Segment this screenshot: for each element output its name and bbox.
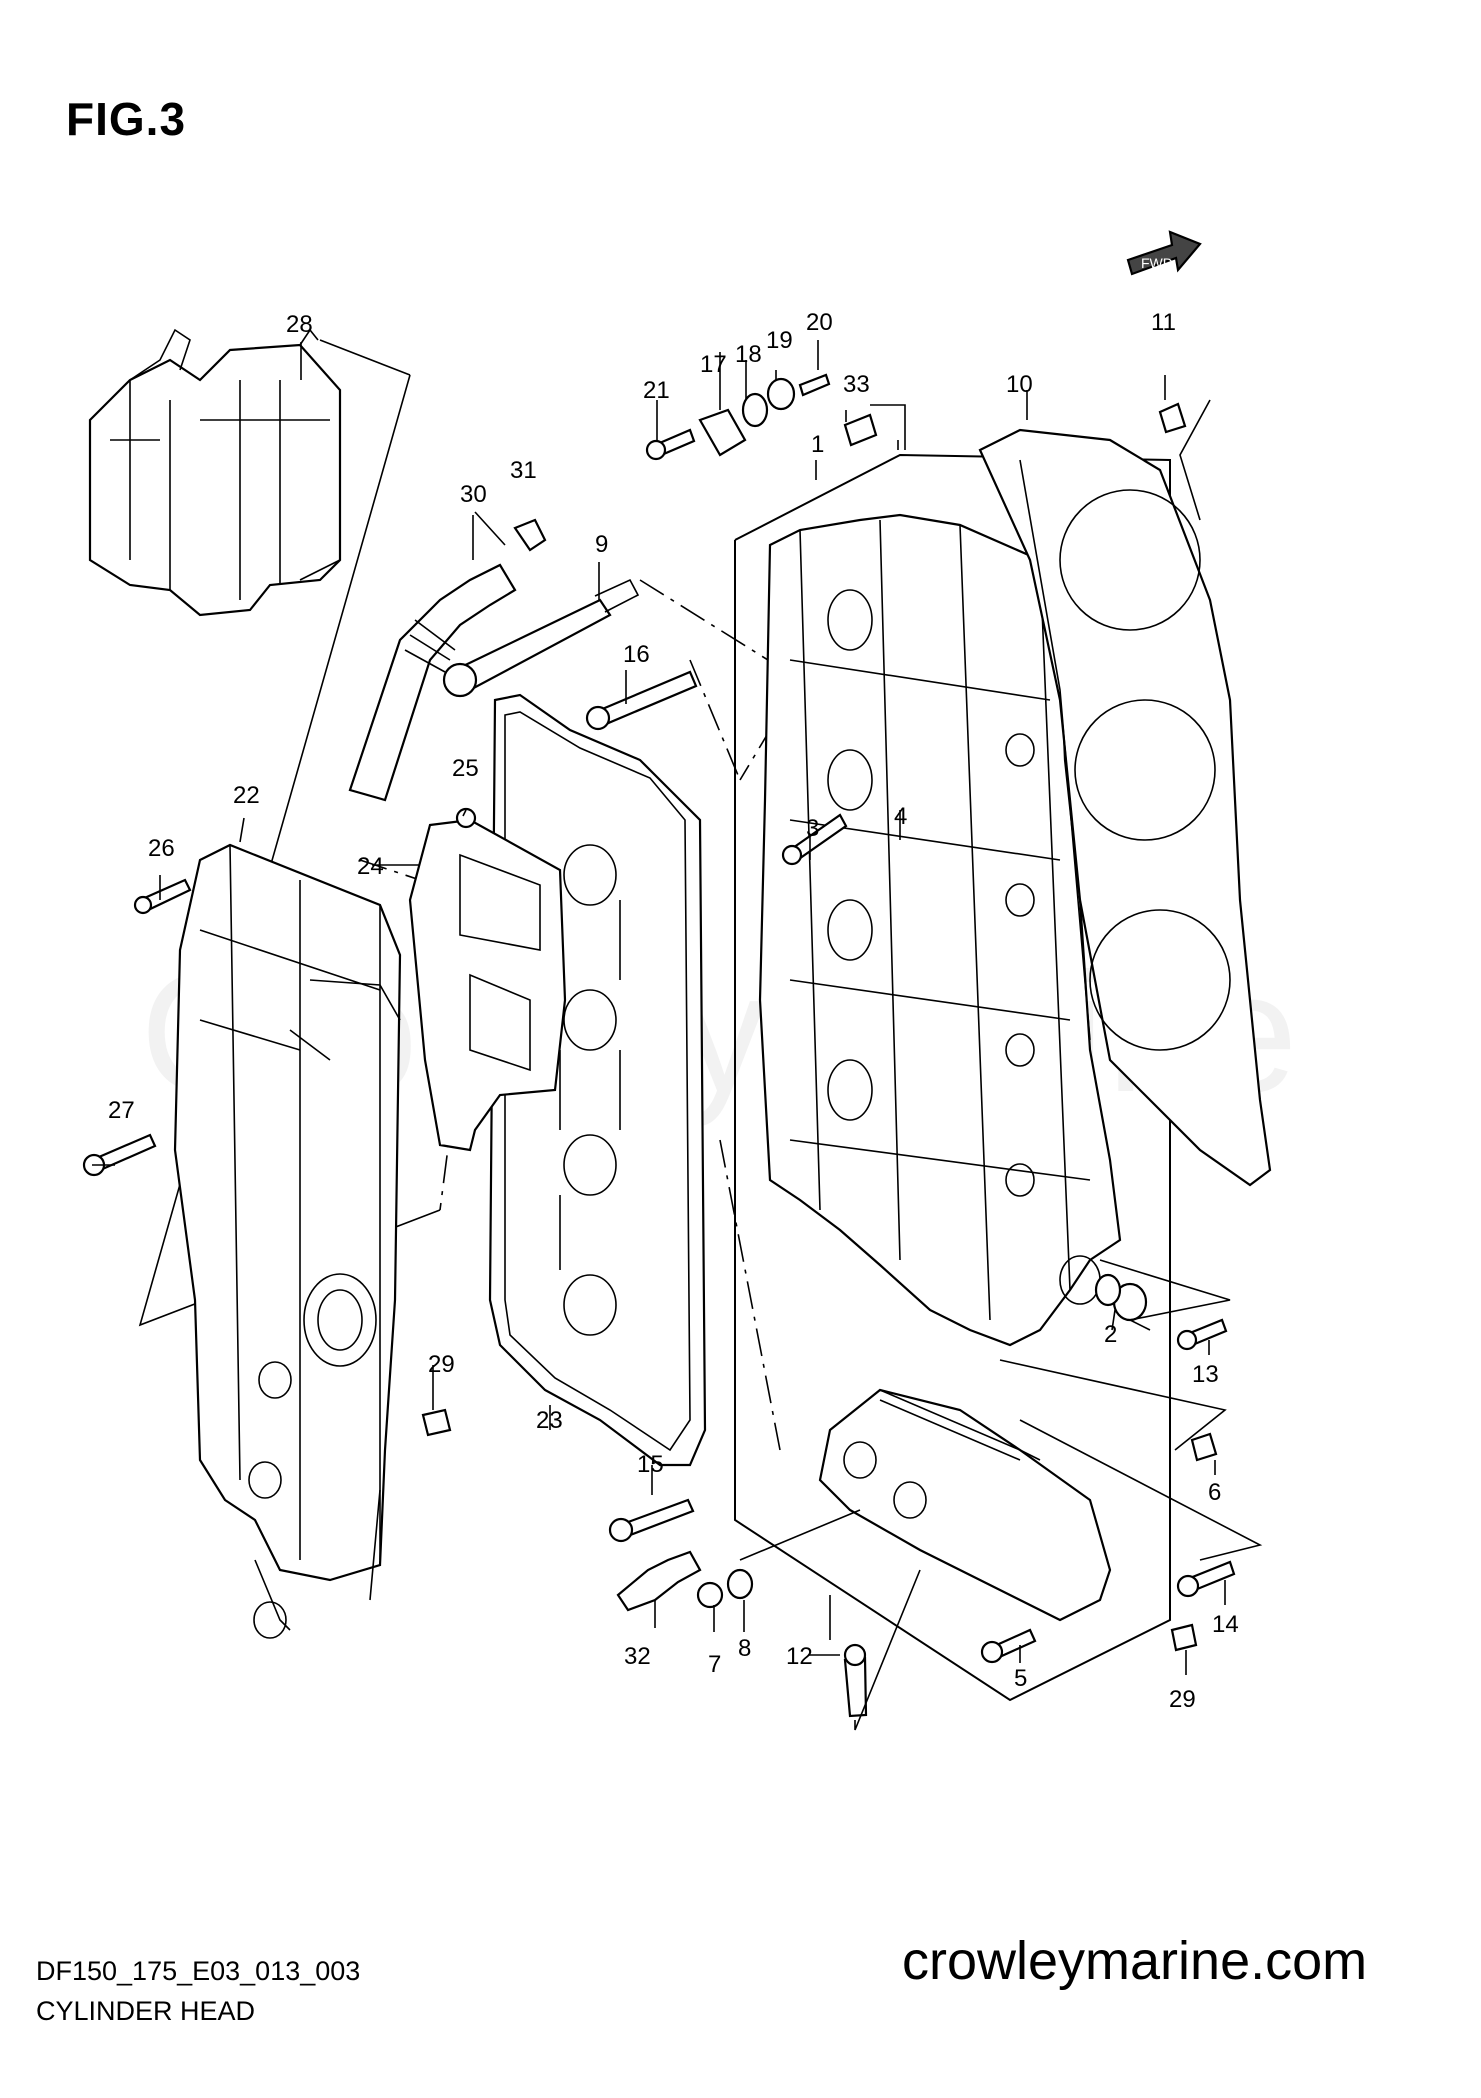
callout-8: 8	[738, 1635, 751, 1662]
callout-4: 4	[894, 803, 907, 830]
diagram-code: DF150_175_E03_013_003	[36, 1956, 361, 1986]
callout-30: 30	[460, 481, 487, 508]
callout-1: 1	[811, 431, 824, 458]
callout-32: 32	[624, 1643, 651, 1670]
callout-33: 33	[843, 371, 870, 398]
bolt-part	[455, 807, 477, 829]
callout-21: 21	[643, 377, 670, 404]
thermostat-housing-part	[818, 1388, 1112, 1622]
bolt-part	[608, 1498, 695, 1543]
callout-28: 28	[286, 311, 313, 338]
plug-part	[421, 1408, 452, 1437]
callout-23: 23	[536, 1407, 563, 1434]
hose-clamp-part	[513, 518, 547, 552]
callout-26: 26	[148, 835, 175, 862]
callout-31: 31	[510, 457, 537, 484]
plate-gasket-part	[408, 818, 567, 1152]
breather-hose-part	[348, 563, 517, 802]
callout-22: 22	[233, 782, 260, 809]
callout-10: 10	[1006, 371, 1033, 398]
callout-15: 15	[637, 1451, 664, 1478]
plug-part	[1094, 1273, 1148, 1322]
callout-16: 16	[623, 641, 650, 668]
callout-6: 6	[1208, 1479, 1221, 1506]
callout-27: 27	[108, 1097, 135, 1124]
o-ring-part	[726, 1568, 754, 1600]
callout-29-right: 29	[1169, 1686, 1196, 1713]
bolt-part	[980, 1628, 1037, 1664]
callout-14: 14	[1212, 1611, 1239, 1638]
bolt-part	[645, 428, 696, 461]
cap-part	[766, 377, 796, 411]
bolt-part	[1176, 1560, 1236, 1598]
callout-24: 24	[357, 853, 384, 880]
bracket-part	[698, 408, 747, 457]
bolt-part	[798, 373, 831, 397]
fwd-label: FWD	[1141, 255, 1173, 271]
cylinder-head-part	[758, 513, 1122, 1347]
dowel-pin-part	[1158, 402, 1187, 434]
callout-25: 25	[452, 755, 479, 782]
bolt-part	[781, 813, 848, 866]
callout-labels: 1 2 3 4 5 6 7 8 9 10 11 12 13 14 15 16 1…	[108, 309, 1239, 1713]
plug-part	[1170, 1623, 1198, 1652]
callout-11: 11	[1151, 309, 1176, 336]
head-cover-part	[173, 843, 402, 1639]
callout-20: 20	[806, 309, 833, 336]
washer-part	[696, 1581, 724, 1609]
o-ring-part	[741, 392, 769, 428]
bolt-part	[82, 1133, 157, 1177]
callout-18: 18	[735, 341, 762, 368]
leader-lines	[92, 340, 1226, 1675]
diagram-name: CYLINDER HEAD	[36, 1996, 256, 2026]
callout-17: 17	[700, 351, 727, 378]
site-url: crowleymarine.com	[902, 1931, 1368, 1991]
fwd-arrow-icon: FWD	[1126, 230, 1202, 276]
callout-3: 3	[806, 815, 819, 842]
bolt-part	[442, 578, 640, 698]
temperature-sensor-part	[616, 1550, 702, 1612]
callout-13: 13	[1192, 1361, 1219, 1388]
bolt-part	[133, 878, 192, 915]
bolt-part	[843, 1643, 868, 1718]
bolt-part	[1176, 1318, 1228, 1351]
callout-7: 7	[708, 1651, 721, 1678]
figure-title: FIG.3	[66, 93, 187, 145]
head-gasket-part	[978, 428, 1272, 1187]
callout-12: 12	[786, 1643, 813, 1670]
callout-9: 9	[595, 531, 608, 558]
coil-cover-part	[88, 328, 342, 617]
bolt-part	[585, 670, 698, 731]
callout-2: 2	[1104, 1321, 1117, 1348]
dowel-pin-part	[843, 413, 878, 447]
callout-5: 5	[1014, 1665, 1027, 1692]
callout-19: 19	[766, 327, 793, 354]
callout-29-left: 29	[428, 1351, 455, 1378]
dowel-pin-part	[1190, 1432, 1218, 1462]
